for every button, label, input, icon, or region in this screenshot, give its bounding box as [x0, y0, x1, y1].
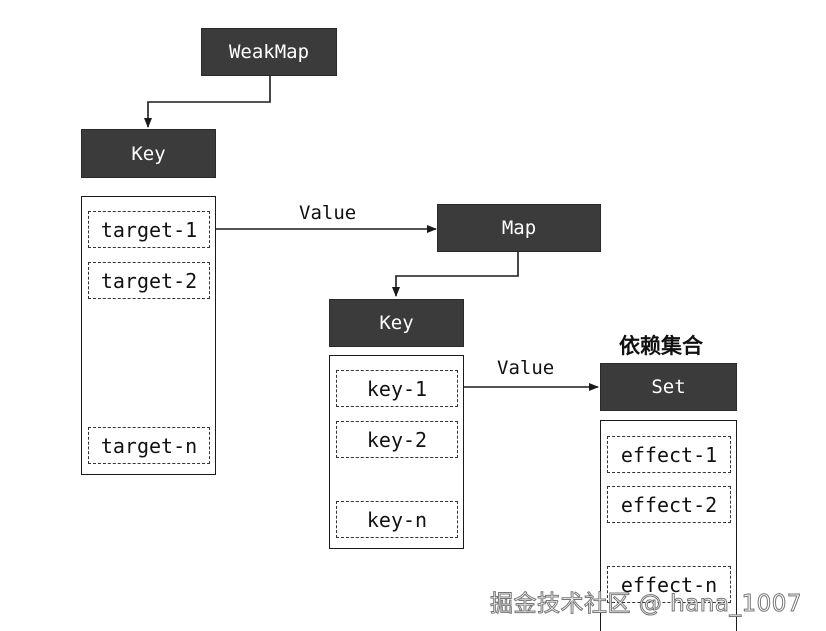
- set-label: Set: [651, 376, 686, 398]
- outer-key-item-target-2: target-2: [88, 262, 210, 299]
- dependency-set-title: 依赖集合: [619, 334, 703, 358]
- outer-key-header: Key: [81, 129, 216, 178]
- inner-key-header: Key: [329, 299, 464, 347]
- weakmap-to-key-connector: [144, 76, 271, 128]
- outer-value-label: Value: [299, 202, 357, 224]
- inner-value-label: Value: [497, 357, 555, 379]
- outer-key-item-target-n: target-n: [88, 427, 210, 464]
- outer-key-label: Key: [131, 142, 166, 165]
- set-item-effect-1: effect-1: [607, 436, 731, 473]
- set-box: Set: [600, 363, 737, 411]
- watermark-text: 掘金技术社区 @ hana_1007: [490, 591, 803, 618]
- inner-key-item-key-1: key-1: [336, 370, 458, 407]
- inner-key-item-key-n: key-n: [336, 501, 458, 538]
- map-box: Map: [437, 204, 601, 252]
- inner-key-label: Key: [379, 312, 414, 334]
- weakmap-box: WeakMap: [201, 28, 337, 76]
- weakmap-label: WeakMap: [228, 41, 310, 63]
- inner-key-item-key-2: key-2: [336, 421, 458, 458]
- map-label: Map: [501, 217, 537, 239]
- set-item-effect-n: effect-n: [607, 566, 731, 603]
- set-item-effect-2: effect-2: [607, 486, 731, 523]
- outer-key-item-target-1: target-1: [88, 211, 210, 248]
- map-to-key-connector: [392, 252, 519, 297]
